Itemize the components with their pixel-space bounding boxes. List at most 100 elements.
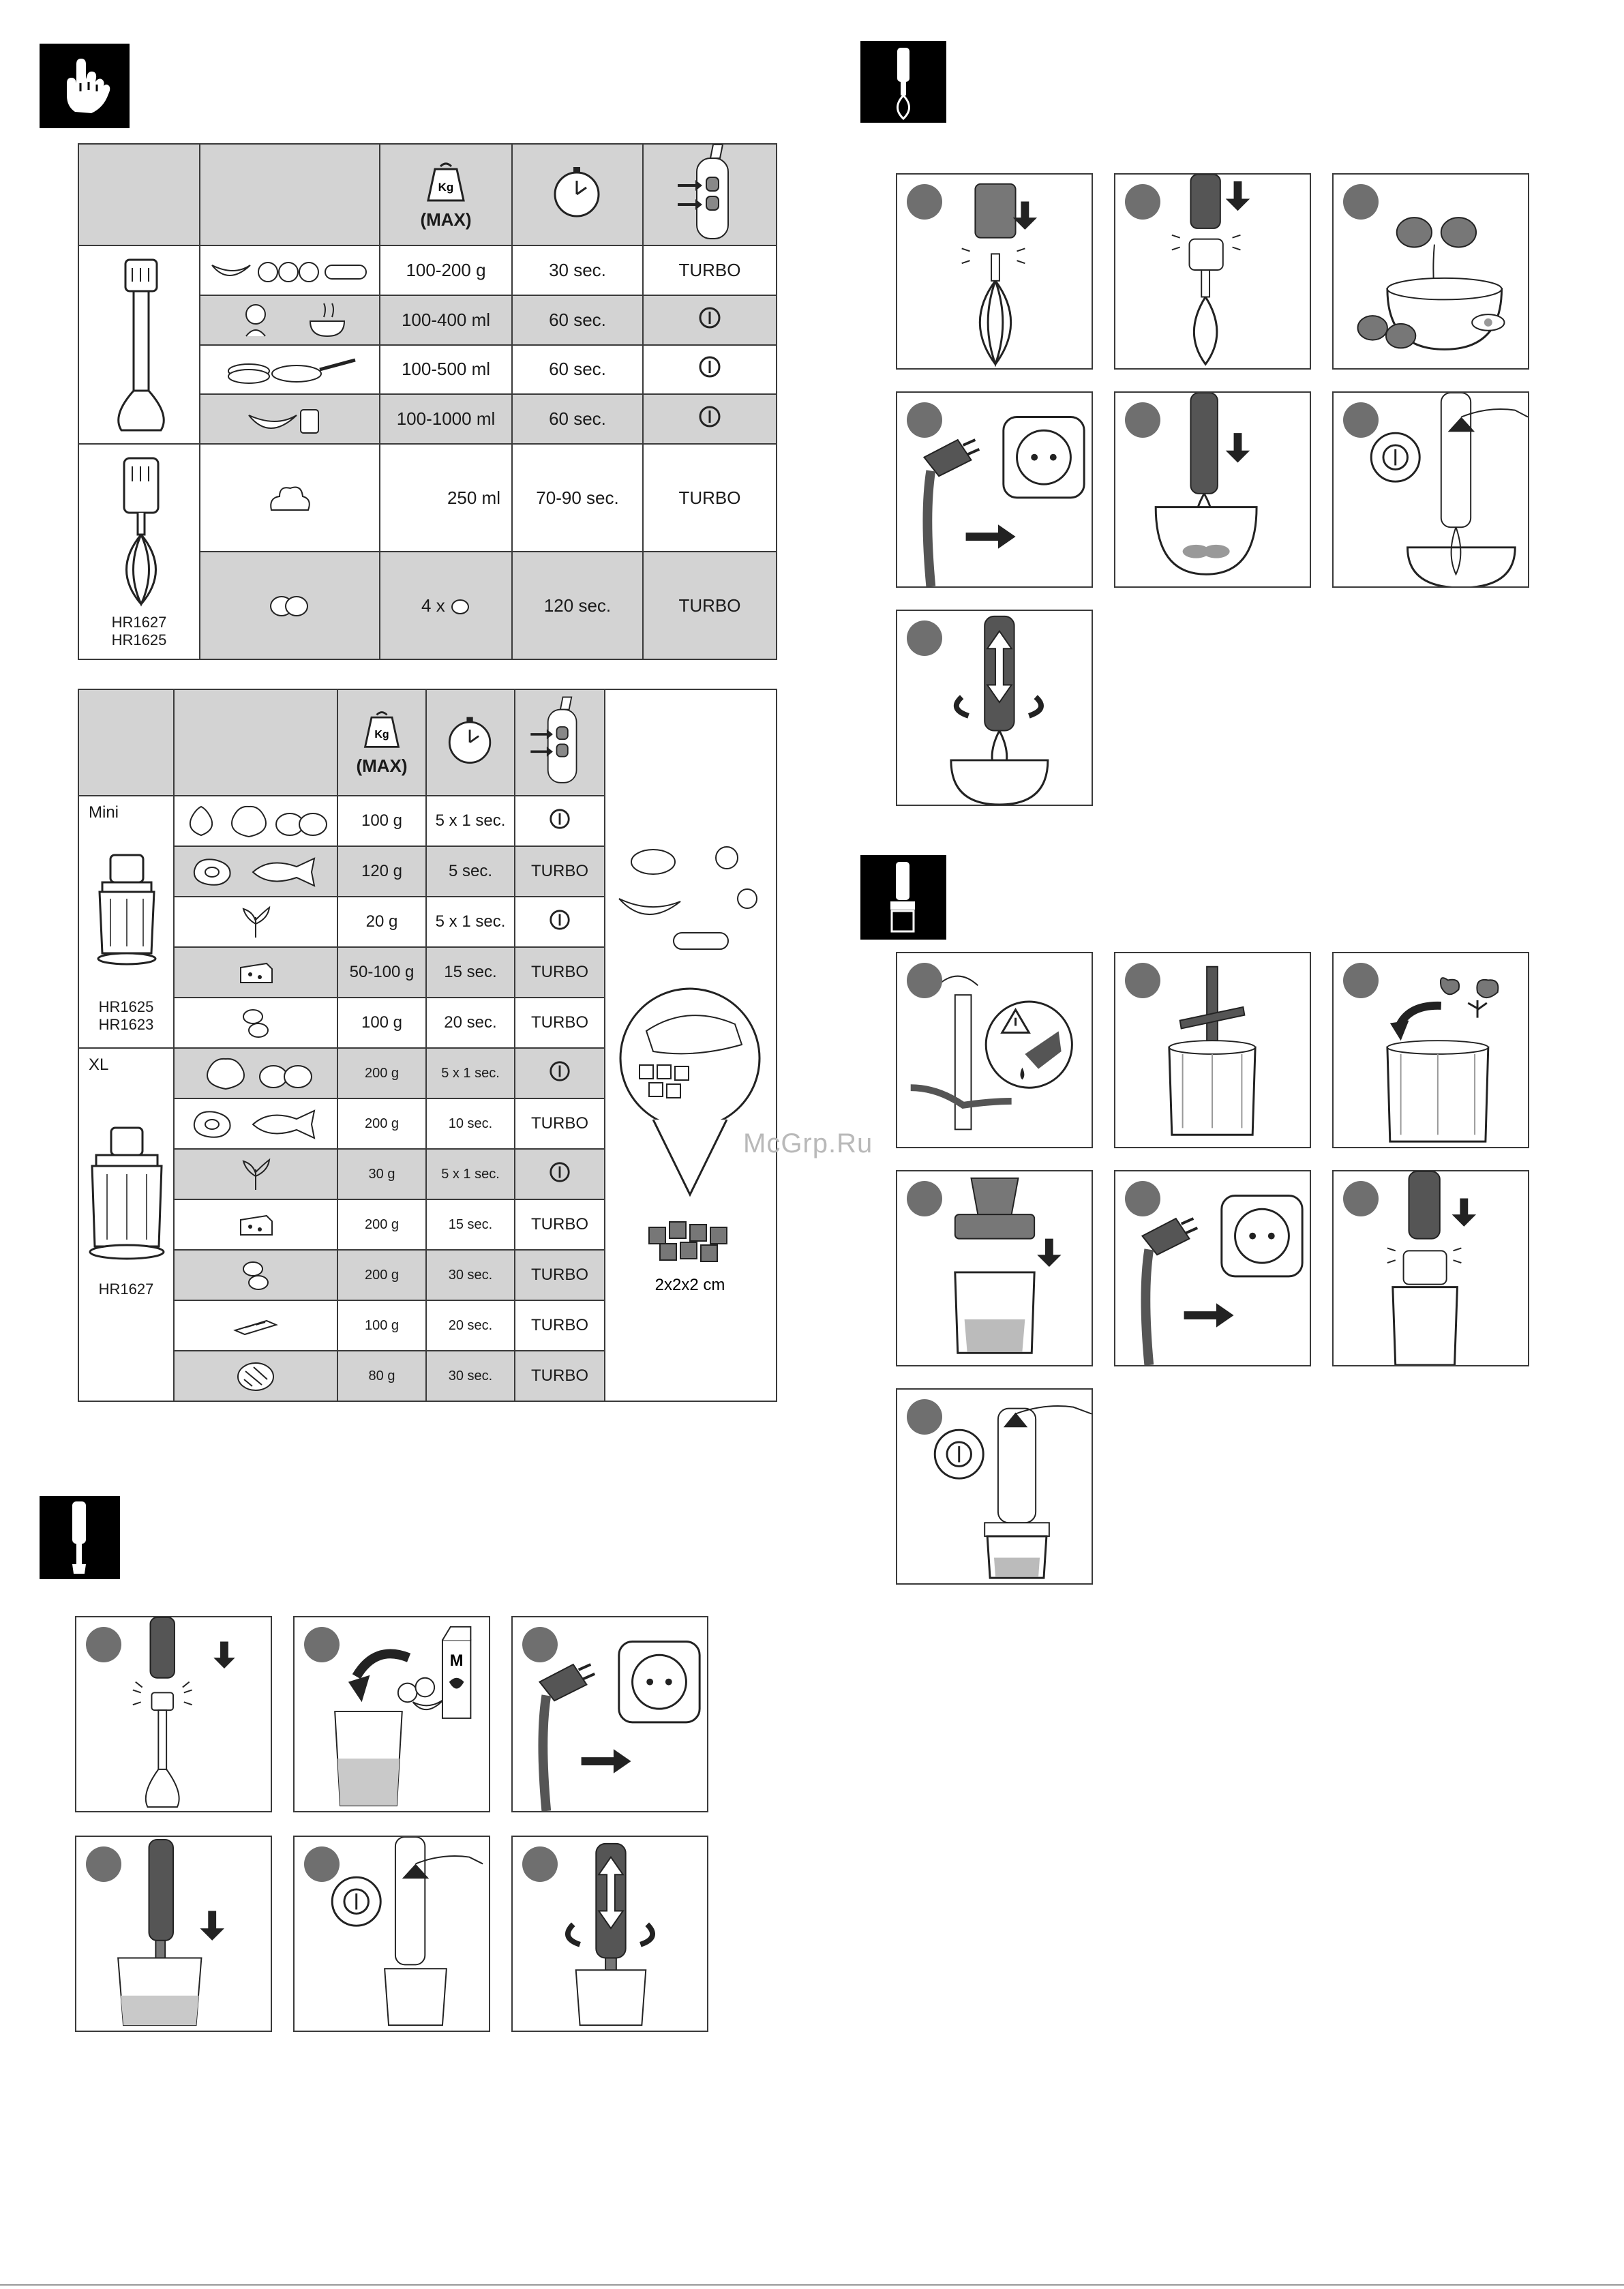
- food-icons-cell: [173, 1047, 338, 1099]
- amount-cell: 120 g: [337, 846, 427, 897]
- power-on-icon: I: [699, 356, 721, 378]
- food-to-cubes-illustration: 2x2x2 cm: [618, 846, 761, 1294]
- step-number-badge: [1343, 1181, 1379, 1216]
- blender-whisk-processing-table: Kg (MAX): [78, 143, 777, 660]
- amount-cell: 100-500 ml: [379, 344, 513, 395]
- amount-cell: 200 g: [337, 1047, 427, 1099]
- step-number-badge: [1125, 1181, 1160, 1216]
- weight-icon: Kg: [427, 162, 465, 201]
- step-panel-press-switch: [293, 1836, 490, 2032]
- speed-cell: I: [514, 1047, 605, 1099]
- baby-food-soup-icon: [245, 303, 346, 338]
- time-cell: 5 x 1 sec.: [425, 1148, 515, 1200]
- whisk-attachment-icon: [860, 41, 946, 123]
- step-number-badge: [1125, 963, 1160, 998]
- food-icons-cell: [199, 294, 380, 346]
- max-label: (MAX): [356, 755, 408, 776]
- food-icons-cell: [173, 1249, 338, 1301]
- step-panel-blade-warning: [896, 952, 1093, 1148]
- model-label: HR1627: [111, 614, 167, 631]
- blender-bar-tool-cell: [78, 245, 200, 445]
- chopper-processing-table: Kg (MAX): [78, 689, 777, 1402]
- speed-cell: TURBO: [514, 1199, 605, 1251]
- watermark-text: McGrp.Ru: [743, 1128, 873, 1158]
- amount-cell: 250 ml: [379, 443, 513, 552]
- time-cell: 20 sec.: [425, 997, 515, 1049]
- step-panel-insert-blade: [1114, 952, 1311, 1148]
- power-on-icon: I: [550, 808, 570, 829]
- food-icons-cell: [173, 896, 338, 948]
- mini-chopper-icon: [97, 854, 157, 966]
- step-number-badge: [1125, 402, 1160, 438]
- food-icons-cell: [199, 393, 380, 445]
- time-cell: 5 sec.: [425, 846, 515, 897]
- food-icons-cell: [173, 997, 338, 1049]
- food-icons-cell: [199, 551, 380, 660]
- model-label: HR1625: [111, 631, 167, 648]
- step-panel-move-whisk: [896, 610, 1093, 806]
- time-cell: 5 x 1 sec.: [425, 896, 515, 948]
- time-cell: 60 sec.: [511, 393, 644, 445]
- stopwatch-icon: [554, 167, 600, 218]
- time-cell: 30 sec.: [511, 245, 644, 296]
- step-number-badge: [1343, 402, 1379, 438]
- footer-divider: [0, 2284, 1624, 2286]
- step-number-badge: [907, 963, 942, 998]
- step-number-badge: [304, 1627, 340, 1662]
- time-cell: 120 sec.: [511, 551, 644, 660]
- time-cell: 15 sec.: [425, 946, 515, 998]
- speed-cell: TURBO: [642, 551, 777, 660]
- step-number-badge: [1343, 184, 1379, 220]
- whisk-tool-cell: HR1627 HR1625: [78, 443, 200, 660]
- speed-button-header: [514, 689, 605, 796]
- step-number-badge: [907, 1399, 942, 1435]
- speed-cell: TURBO: [514, 1300, 605, 1351]
- step-panel-attach-motor: [1114, 173, 1311, 370]
- step-panel-attach-whisk: [896, 173, 1093, 370]
- step-panel-insert-into-beaker: [75, 1836, 272, 2032]
- speed-cell: TURBO: [642, 245, 777, 296]
- chopper-attachment-icon: [860, 855, 946, 940]
- svg-text:Kg: Kg: [438, 181, 454, 194]
- speed-cell: TURBO: [514, 1350, 605, 1402]
- amount-cell: 30 g: [337, 1148, 427, 1200]
- time-header: [425, 689, 515, 796]
- time-cell: 30 sec.: [425, 1249, 515, 1301]
- cheese-icon: [240, 962, 273, 983]
- step-number-badge: [907, 184, 942, 220]
- blender-bar-icon: [117, 258, 165, 432]
- herbs-icon: [242, 1158, 271, 1190]
- xl-chopper-icon: [89, 1126, 165, 1260]
- power-on-icon: I: [699, 307, 721, 329]
- time-cell: 5 x 1 sec.: [425, 1047, 515, 1099]
- time-cell: 60 sec.: [511, 294, 644, 346]
- food-icons-cell: [173, 1199, 338, 1251]
- amount-cell: 100-400 ml: [379, 294, 513, 346]
- cream-icon: [270, 486, 310, 511]
- max-weight-header: Kg (MAX): [337, 689, 427, 796]
- step-panel-whisk-in-bowl: [1114, 391, 1311, 588]
- amount-cell: 80 g: [337, 1350, 427, 1402]
- amount-cell: 100-1000 ml: [379, 393, 513, 445]
- speed-cell: TURBO: [514, 997, 605, 1049]
- xl-label: XL: [89, 1056, 109, 1074]
- banana-jar-icon: [248, 408, 319, 434]
- food-icons-cell: [199, 245, 380, 296]
- speed-cell: TURBO: [514, 1249, 605, 1301]
- power-on-icon: I: [550, 1161, 570, 1182]
- handle-buttons-icon: [678, 145, 729, 239]
- amount-cell: 200 g: [337, 1199, 427, 1251]
- speed-cell: I: [514, 896, 605, 948]
- cube-size-guide-cell: 2x2x2 cm: [604, 689, 777, 1402]
- amount-cell: 4 x: [379, 551, 513, 660]
- step-panel-attach-lid: [896, 1170, 1093, 1366]
- step-number-badge: [907, 1181, 942, 1216]
- speed-cell: TURBO: [642, 443, 777, 552]
- banana-strawberry-tomato-cucumber-icon: [211, 262, 367, 283]
- svg-text:Kg: Kg: [374, 729, 389, 740]
- step-number-badge: [907, 402, 942, 438]
- garlic-onion-icon: [189, 805, 327, 838]
- food-icons-cell: [173, 846, 338, 897]
- max-label: (MAX): [420, 209, 472, 230]
- step-number-badge: [1343, 963, 1379, 998]
